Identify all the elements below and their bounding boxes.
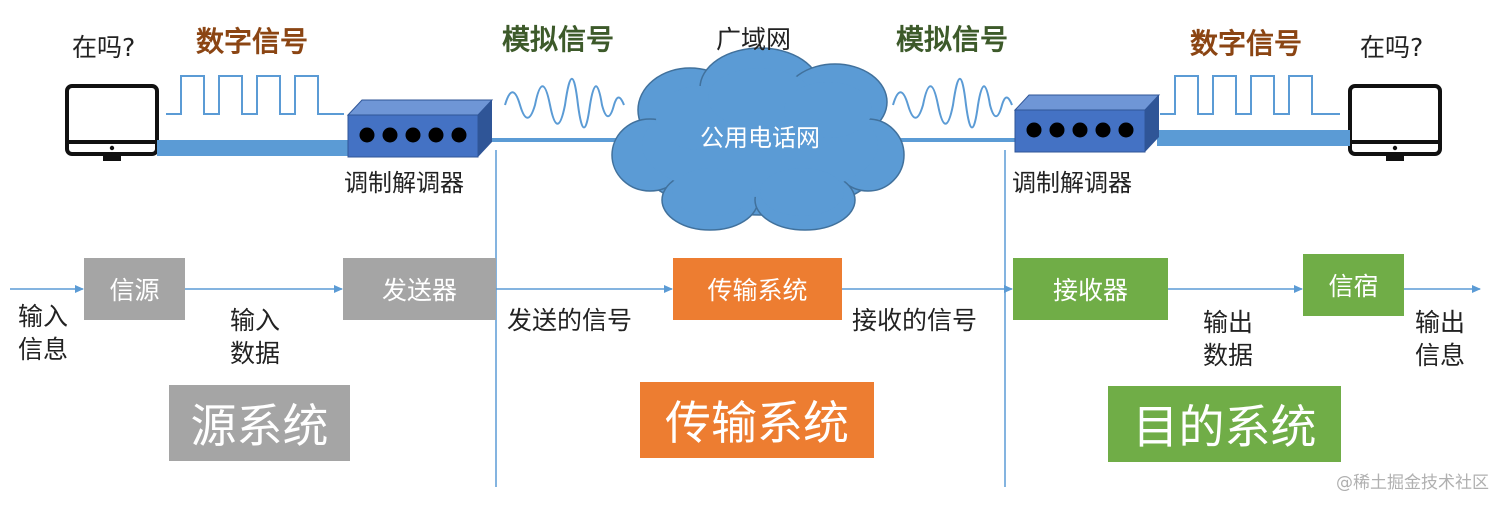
output-info-label: 输出 信息 [1415,308,1466,370]
computer-left-icon [65,84,159,161]
sink-label: 信宿 [1328,272,1379,301]
transmission-box: 传输系统 [673,258,842,320]
wan-label: 广域网 [716,25,792,54]
cable-right [1157,130,1350,146]
computer-right-icon [1348,84,1442,161]
input-data-label: 输入 数据 [230,306,281,368]
receiver-label: 接收器 [1052,276,1128,305]
output-data-label: 输出 数据 [1203,308,1254,370]
receiver-box: 接收器 [1013,258,1168,320]
analog-wave-left [504,78,625,129]
digital-signal-label-right: 数字信号 [1190,27,1303,60]
source-system-label: 源系统 [190,399,329,453]
cloud-label: 公用电话网 [700,124,820,152]
sink-box: 信宿 [1303,254,1404,316]
received-signal-label: 接收的信号 [852,306,978,335]
sent-signal-label: 发送的信号 [507,306,633,335]
analog-wave-right [892,78,1013,129]
digital-wave-left [166,75,344,115]
question-right: 在吗? [1360,33,1424,62]
transmitter-label: 发送器 [381,276,457,305]
destination-system-label: 目的系统 [1132,400,1317,454]
transmission-system-label: 传输系统 [665,396,849,450]
transmission-system-box: 传输系统 [640,382,874,458]
cable-left [157,140,350,156]
transmitter-box: 发送器 [343,258,496,320]
modem-label-right: 调制解调器 [1012,169,1132,197]
input-info-label: 输入 信息 [18,302,69,364]
transmission-label: 传输系统 [707,276,808,305]
question-left: 在吗? [72,33,136,62]
modem-right-icon [1013,94,1161,153]
analog-signal-label-left: 模拟信号 [502,23,615,56]
source-box: 信源 [84,258,185,320]
watermark: @稀土掘金技术社区 [1336,473,1489,493]
modem-label-left: 调制解调器 [344,169,464,197]
destination-system-box: 目的系统 [1108,386,1341,462]
source-label: 信源 [109,276,160,305]
digital-signal-label-left: 数字信号 [196,25,309,58]
analog-signal-label-right: 模拟信号 [896,23,1009,56]
modem-left-icon [346,99,494,158]
digital-wave-right [1160,75,1340,115]
source-system-box: 源系统 [169,385,350,461]
